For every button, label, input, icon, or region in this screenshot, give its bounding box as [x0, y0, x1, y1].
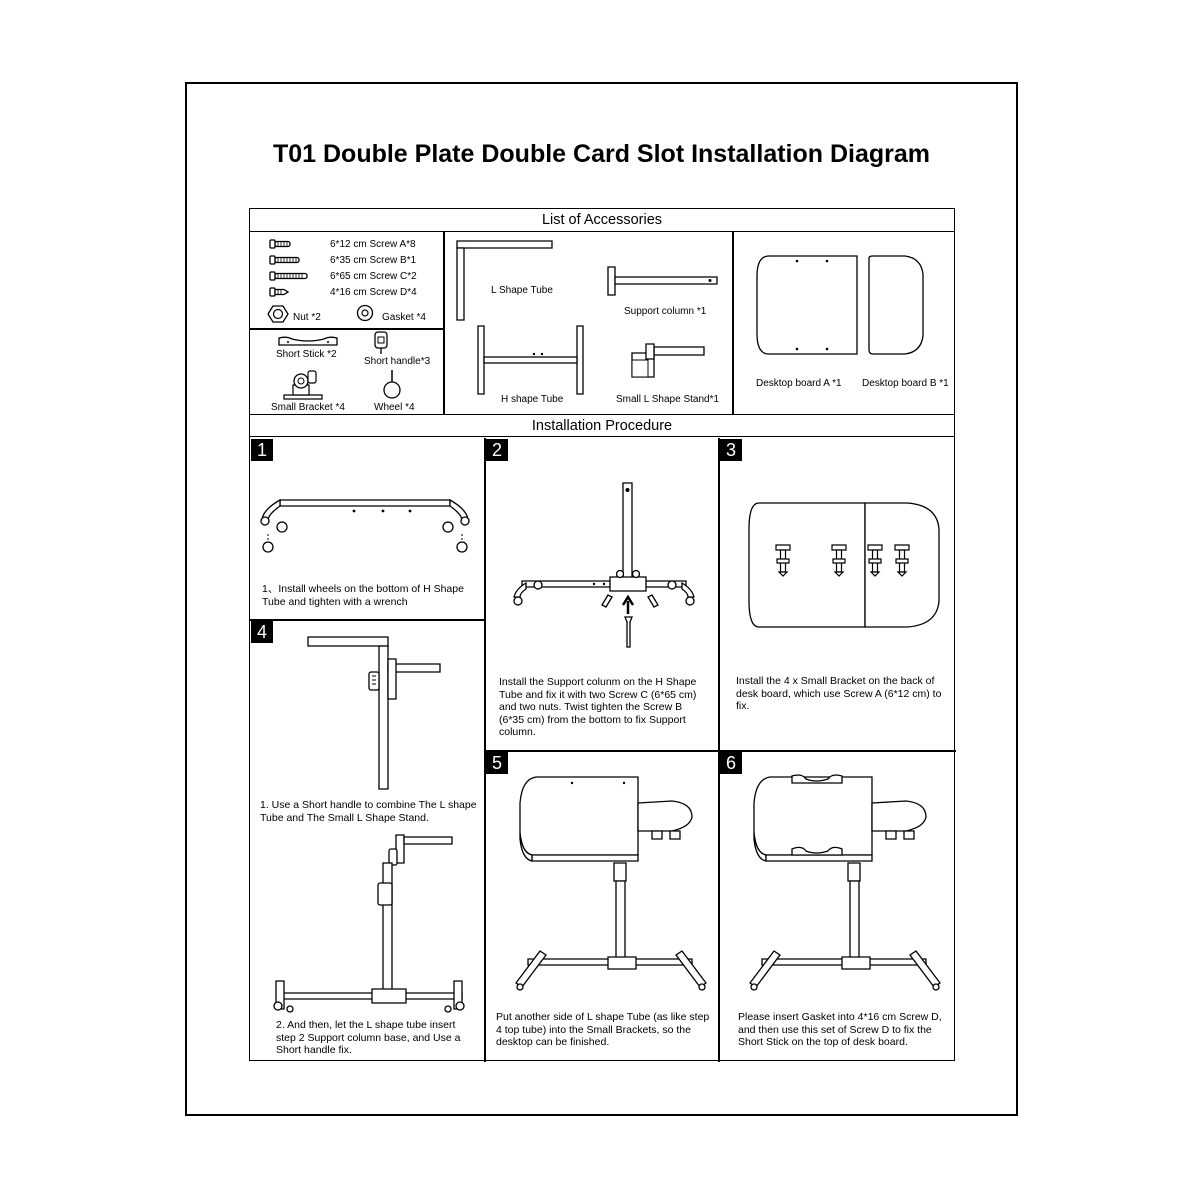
step-2-number: 2: [486, 439, 508, 461]
divider: [250, 328, 444, 330]
step-4a-text: 1. Use a Short handle to combine The L s…: [260, 799, 477, 824]
nut-icon: [268, 305, 290, 325]
step-5-number: 5: [486, 752, 508, 774]
step-3-text: Install the 4 x Small Bracket on the bac…: [736, 675, 942, 712]
wheel-icon: [384, 369, 404, 401]
wheel-label: Wheel *4: [374, 402, 415, 413]
divider: [250, 619, 485, 621]
page-border: [185, 82, 1018, 1116]
step-5-text: Put another side of L shape Tube (as lik…: [496, 1011, 710, 1048]
gasket-icon: [357, 305, 377, 325]
step-3-number: 3: [720, 439, 742, 461]
step-4b-text: 2. And then, let the L shape tube insert…: [276, 1019, 461, 1056]
step-5-illustration: [512, 773, 712, 995]
step-4b-illustration: [268, 831, 468, 1011]
short-stick-label: Short Stick *2: [276, 349, 337, 360]
procedure-header: Installation Procedure: [250, 414, 954, 437]
divider: [443, 232, 445, 414]
screw-a-label: 6*12 cm Screw A*8: [330, 239, 416, 250]
small-l-shape-stand-icon: [630, 343, 710, 379]
desktop-board-b-icon: [867, 254, 927, 359]
short-stick-icon: [278, 335, 338, 349]
accessories-header: List of Accessories: [250, 209, 954, 232]
support-column-icon: [606, 265, 721, 297]
gasket-label: Gasket *4: [382, 312, 426, 323]
screw-b-label: 6*35 cm Screw B*1: [330, 255, 417, 266]
desktop-board-b-label: Desktop board B *1: [862, 378, 949, 389]
small-bracket-icon: [280, 367, 330, 401]
screw-d-label: 4*16 cm Screw D*4: [330, 287, 417, 298]
step-6-text: Please insert Gasket into 4*16 cm Screw …: [738, 1011, 942, 1048]
step-2-text: Install the Support colunm on the H Shap…: [499, 676, 697, 738]
step-2-illustration: [512, 477, 702, 647]
l-shape-tube-label: L Shape Tube: [491, 285, 553, 296]
small-l-shape-stand-label: Small L Shape Stand*1: [616, 394, 720, 405]
divider: [732, 232, 734, 414]
step-4a-illustration: [306, 635, 446, 795]
support-column-label: Support column *1: [624, 306, 707, 317]
desktop-board-a-label: Desktop board A *1: [756, 378, 842, 389]
step-6-illustration: [746, 773, 946, 995]
l-shape-tube-icon: [455, 239, 555, 324]
h-shape-tube-icon: [476, 324, 586, 396]
desktop-board-a-icon: [755, 254, 865, 359]
h-shape-tube-label: H shape Tube: [501, 394, 564, 405]
diagram-sheet: List of Accessories Installation Procedu…: [249, 208, 956, 1062]
divider: [484, 750, 956, 752]
screw-c-label: 6*65 cm Screw C*2: [330, 271, 417, 282]
step-1-text: 1、Install wheels on the bottom of H Shap…: [262, 583, 464, 608]
step-1-illustration: [258, 491, 473, 555]
step-1-number: 1: [251, 439, 273, 461]
step-4-number: 4: [251, 621, 273, 643]
nut-label: Nut *2: [293, 312, 321, 323]
short-handle-icon: [372, 331, 392, 355]
small-bracket-label: Small Bracket *4: [271, 402, 345, 413]
step-3-illustration: [747, 501, 943, 631]
page-title: T01 Double Plate Double Card Slot Instal…: [272, 140, 931, 168]
screws-icon: [268, 239, 308, 299]
step-6-number: 6: [720, 752, 742, 774]
short-handle-label: Short handle*3: [364, 356, 431, 367]
